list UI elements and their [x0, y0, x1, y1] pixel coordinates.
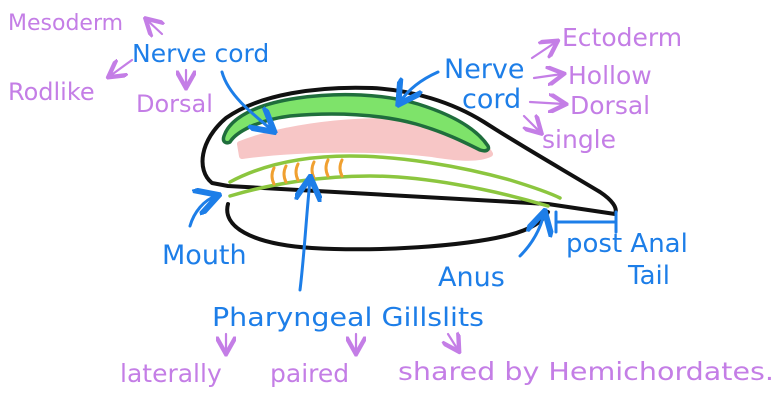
label-shared: shared by Hemichordates. [398, 357, 774, 386]
label-hollow: Hollow [568, 61, 652, 90]
label-laterally: laterally [120, 359, 222, 388]
label-paired: paired [270, 359, 349, 388]
arrow-to-single [524, 116, 540, 132]
arrow-to-shared [448, 334, 458, 350]
label-post-anal: post Anal [566, 229, 688, 259]
label-single: single [542, 125, 616, 154]
label-anus: Anus [438, 262, 505, 293]
label-mouth: Mouth [162, 240, 247, 271]
arrow-to-dorsal-right [530, 102, 564, 104]
label-tail: Tail [627, 261, 670, 291]
arrow-to-hollow [534, 74, 562, 78]
body-outline-lower [227, 204, 548, 249]
label-dorsal-left: Dorsal [136, 90, 213, 118]
label-nerve-cord-right-2: cord [462, 84, 521, 115]
label-nerve-cord-right-1: Nerve [444, 54, 525, 85]
label-mesoderm: Mesoderm [8, 11, 123, 36]
label-pharyngeal-gillslits: Pharyngeal Gillslits [212, 303, 484, 333]
arrow-to-mesoderm [147, 20, 162, 34]
label-nerve-cord-left: Nerve cord [132, 39, 269, 68]
arrow-to-ectoderm [532, 42, 556, 58]
arrow-mouth [190, 196, 216, 226]
arrow-pharyngeal [300, 180, 310, 290]
label-dorsal-right: Dorsal [570, 91, 650, 120]
label-rodlike: Rodlike [8, 78, 95, 106]
arrow-to-rodlike [110, 60, 132, 76]
label-ectoderm: Ectoderm [562, 23, 682, 52]
